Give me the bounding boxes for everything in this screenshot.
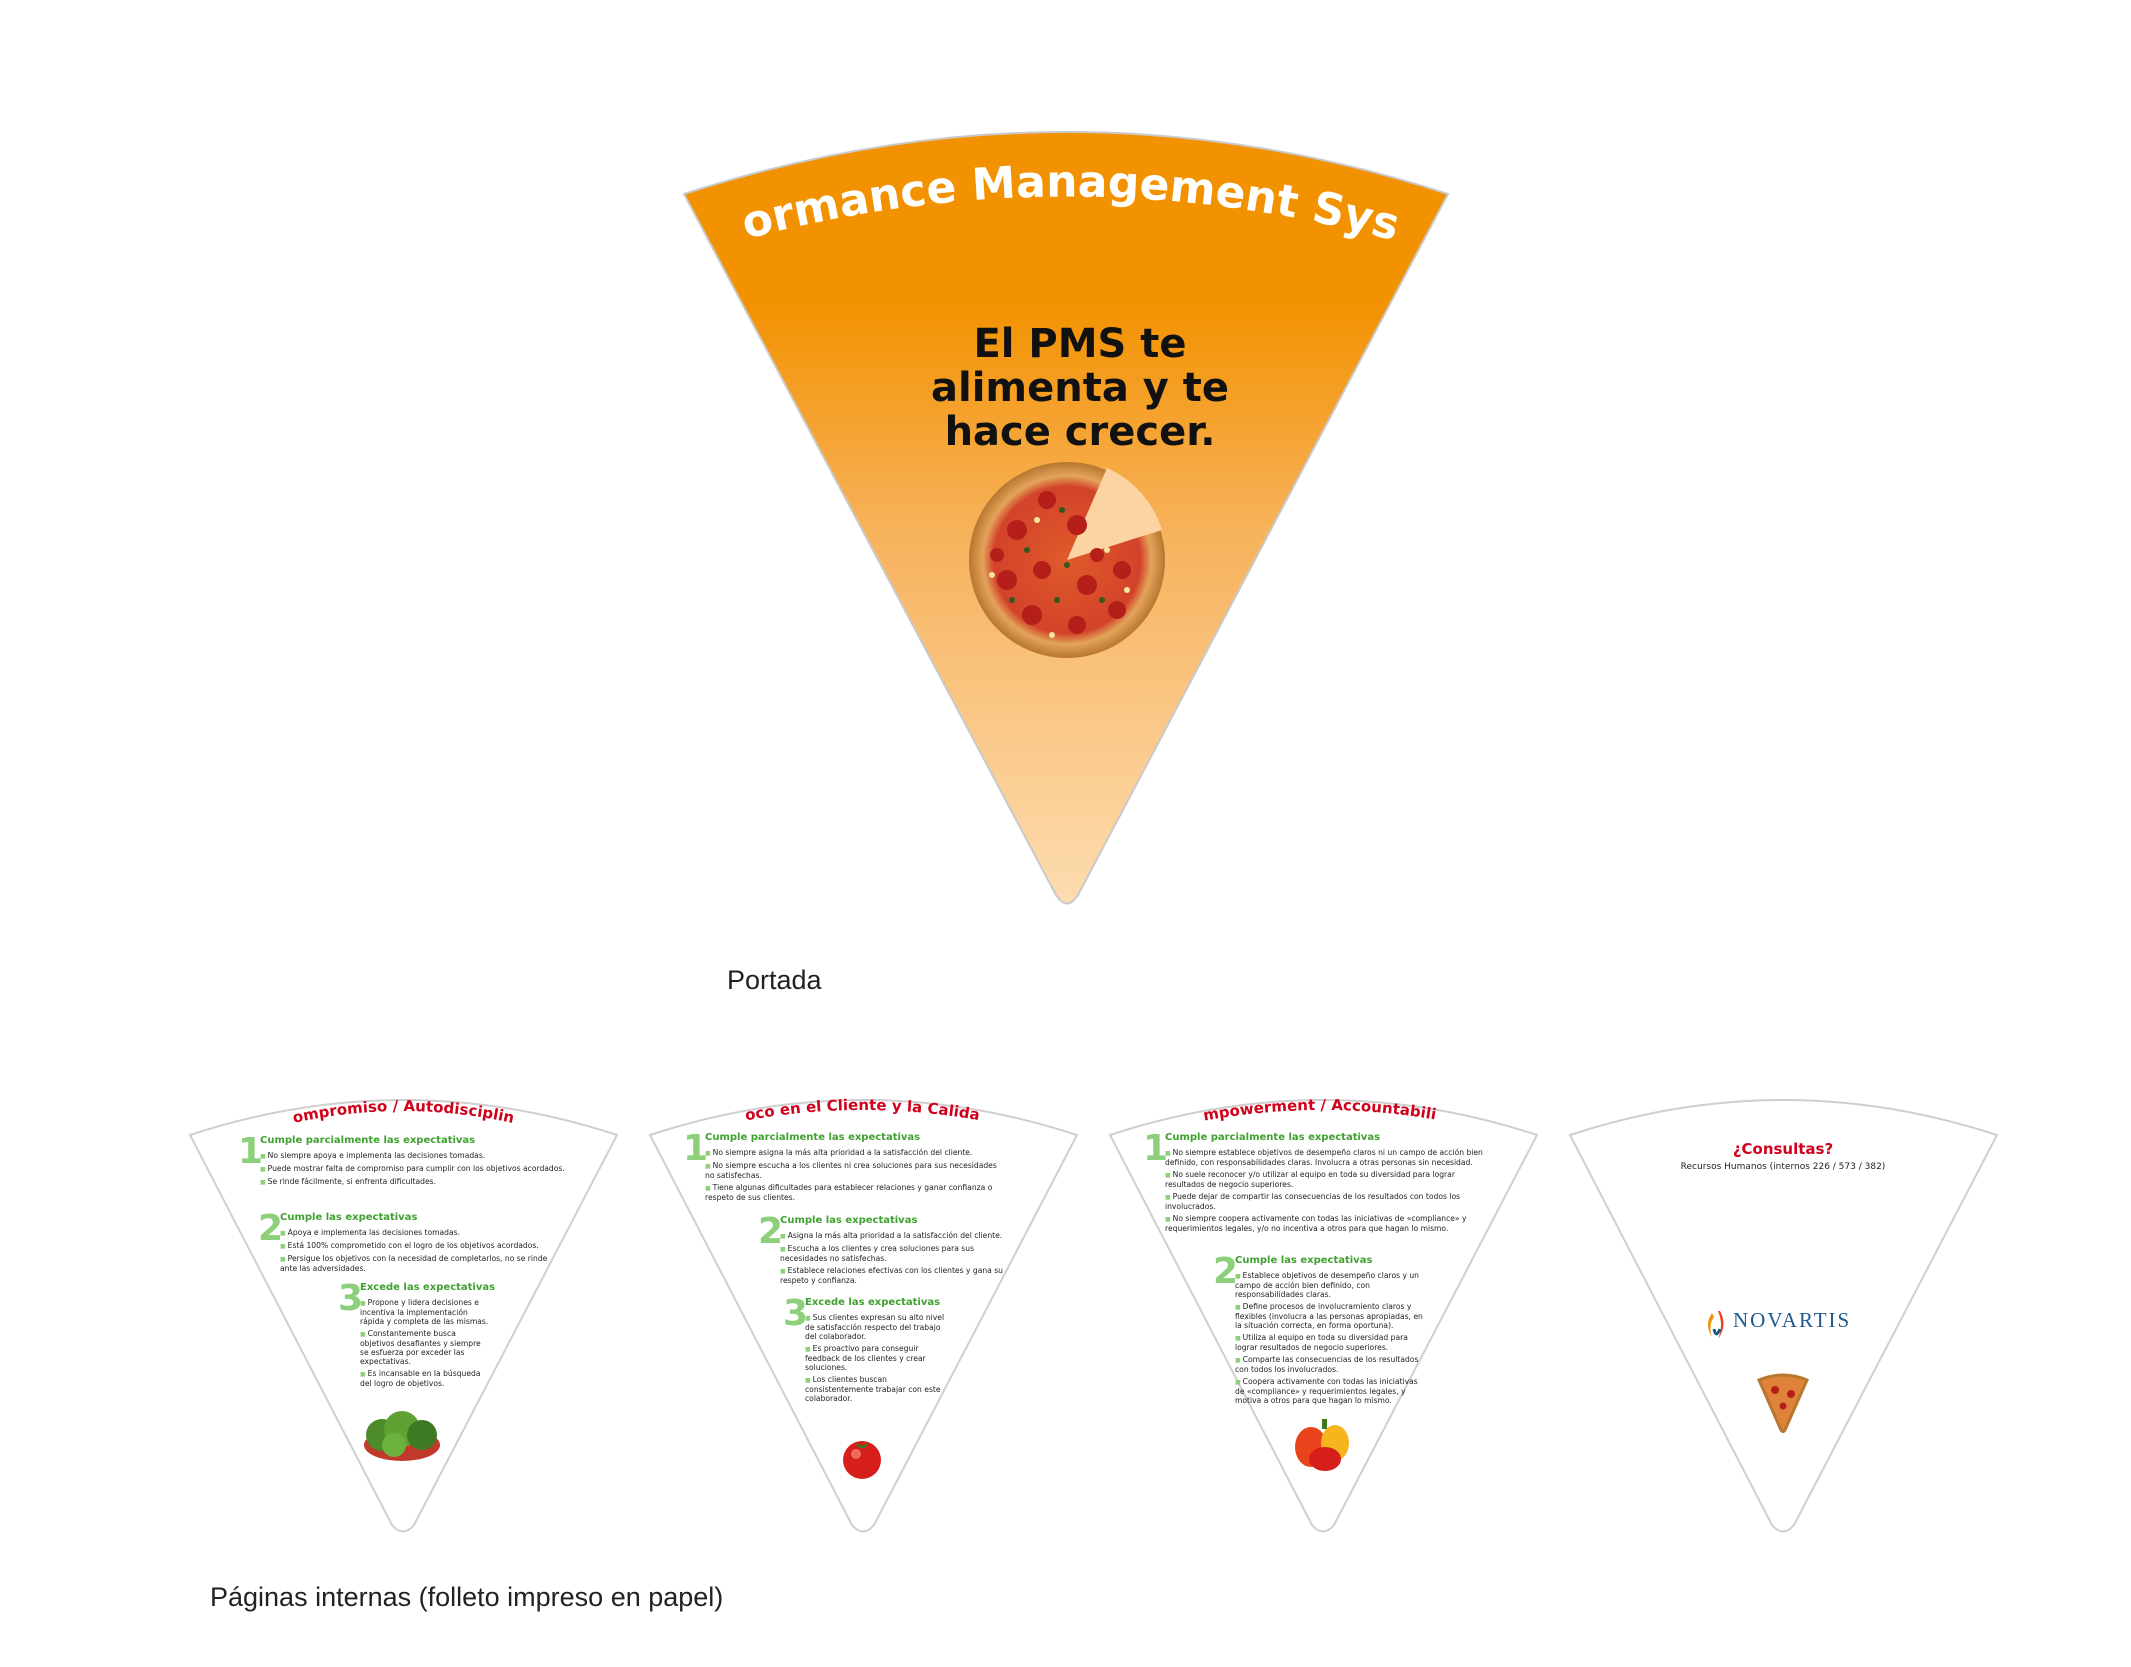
section-item: Se rinde fácilmente, si enfrenta dificul…: [260, 1177, 580, 1187]
section-item: Tiene algunas dificultades para establec…: [705, 1183, 1005, 1202]
section-item: Persigue los objetivos con la necesidad …: [280, 1254, 550, 1273]
section-item: Escucha a los clientes y crea soluciones…: [780, 1244, 1010, 1263]
pizza-image: [969, 462, 1165, 658]
inner-caption: Páginas internas (folleto impreso en pap…: [210, 1582, 724, 1612]
section-number: 1: [238, 1131, 264, 1172]
section-heading: Excede las expectativas: [805, 1297, 941, 1308]
tomato-image: [843, 1441, 881, 1479]
section-number: 3: [783, 1293, 809, 1334]
svg-text:Empowerment / Accountability: Empowerment / Accountability: [1108, 1090, 1438, 1125]
section-number: 3: [338, 1278, 364, 1319]
section-number: 1: [1143, 1128, 1169, 1169]
vegetables-image: [364, 1411, 440, 1461]
pizza-slice-image: [1757, 1373, 1809, 1433]
section-item: Puede mostrar falta de compromiso para c…: [260, 1164, 580, 1174]
section-item: Constantemente busca objetivos desafiant…: [360, 1329, 490, 1366]
section-item: Puede dejar de compartir las consecuenci…: [1165, 1192, 1490, 1211]
section-item: Los clientes buscan consistentemente tra…: [805, 1375, 945, 1403]
panel-empowerment: Empowerment / Accountability 1 Cumple pa…: [1108, 1090, 1538, 1530]
section-item: Está 100% comprometido con el logro de l…: [280, 1241, 550, 1251]
cover-headline: El PMS te alimenta y te hace crecer.: [900, 322, 1260, 454]
section-heading: Excede las expectativas: [360, 1282, 496, 1293]
panel-title-3: Empowerment / Accountability: [1108, 1090, 1438, 1125]
headline-line: El PMS te: [973, 321, 1187, 367]
section-heading: Cumple parcialmente las expectativas: [260, 1135, 476, 1146]
peppers-image: [1295, 1419, 1349, 1471]
section-item: No siempre establece objetivos de desemp…: [1165, 1148, 1490, 1167]
section-heading: Cumple parcialmente las expectativas: [705, 1132, 921, 1143]
section-item: No siempre apoya e implementa las decisi…: [260, 1151, 580, 1161]
headline-line: alimenta y te: [931, 365, 1229, 411]
section-number: 2: [758, 1211, 784, 1252]
section-item: Coopera activamente con todas las inicia…: [1235, 1377, 1425, 1405]
section-number: 1: [683, 1128, 709, 1169]
section-item: No siempre escucha a los clientes ni cre…: [705, 1161, 1005, 1180]
section-item: Es proactivo para conseguir feedback de …: [805, 1344, 945, 1372]
consultas-title: ¿Consultas?: [1732, 1140, 1834, 1158]
section-item: Asigna la más alta prioridad a la satisf…: [780, 1231, 1010, 1241]
section-item: No suele reconocer y/o utilizar al equip…: [1165, 1170, 1490, 1189]
section-heading: Cumple parcialmente las expectativas: [1165, 1132, 1381, 1143]
slice-outline-4: [1568, 1099, 1999, 1533]
section-item: Utiliza al equipo en toda su diversidad …: [1235, 1333, 1425, 1352]
section-item: Establece relaciones efectivas con los c…: [780, 1266, 1010, 1285]
section-item: Es incansable en la búsqueda del logro d…: [360, 1369, 490, 1388]
section-item: Sus clientes expresan su alto nivel de s…: [805, 1313, 945, 1341]
section-item: Define procesos de involucramiento claro…: [1235, 1302, 1425, 1330]
section-heading: Cumple las expectativas: [780, 1215, 918, 1226]
panel-compromiso: Compromiso / Autodisciplina 1 Cumple par…: [188, 1090, 618, 1530]
svg-text:Foco en el Cliente y la Calida: Foco en el Cliente y la Calidad: [648, 1090, 981, 1124]
panel-title-1: Compromiso / Autodisciplina: [188, 1090, 516, 1127]
section-item: No siempre asigna la más alta prioridad …: [705, 1148, 1005, 1158]
panel-consultas: ¿Consultas? Recursos Humanos (internos 2…: [1568, 1090, 1998, 1530]
novartis-logo-text: NOVARTIS: [1733, 1308, 1852, 1332]
novartis-logo-icon: [1708, 1311, 1724, 1339]
section-item: Propone y lidera decisiones e incentiva …: [360, 1298, 490, 1326]
section-number: 2: [258, 1208, 284, 1249]
svg-text:Compromiso / Autodisciplina: Compromiso / Autodisciplina: [188, 1090, 516, 1127]
cover-caption: Portada: [727, 965, 822, 995]
consultas-subtitle: Recursos Humanos (internos 226 / 573 / 3…: [1680, 1162, 1886, 1172]
section-heading: Cumple las expectativas: [1235, 1255, 1373, 1266]
panel-foco-cliente: Foco en el Cliente y la Calidad 1 Cumple…: [648, 1090, 1078, 1530]
headline-line: hace crecer.: [944, 409, 1216, 455]
section-item: Apoya e implementa las decisiones tomada…: [280, 1228, 550, 1238]
section-heading: Cumple las expectativas: [280, 1212, 418, 1223]
section-item: Comparte las consecuencias de los result…: [1235, 1355, 1425, 1374]
section-item: No siempre coopera activamente con todas…: [1165, 1214, 1490, 1233]
section-number: 2: [1213, 1251, 1239, 1292]
panel-title-2: Foco en el Cliente y la Calidad: [648, 1090, 981, 1124]
cover-slice: Performance Management System: [682, 131, 1450, 905]
section-item: Establece objetivos de desempeño claros …: [1235, 1271, 1425, 1299]
